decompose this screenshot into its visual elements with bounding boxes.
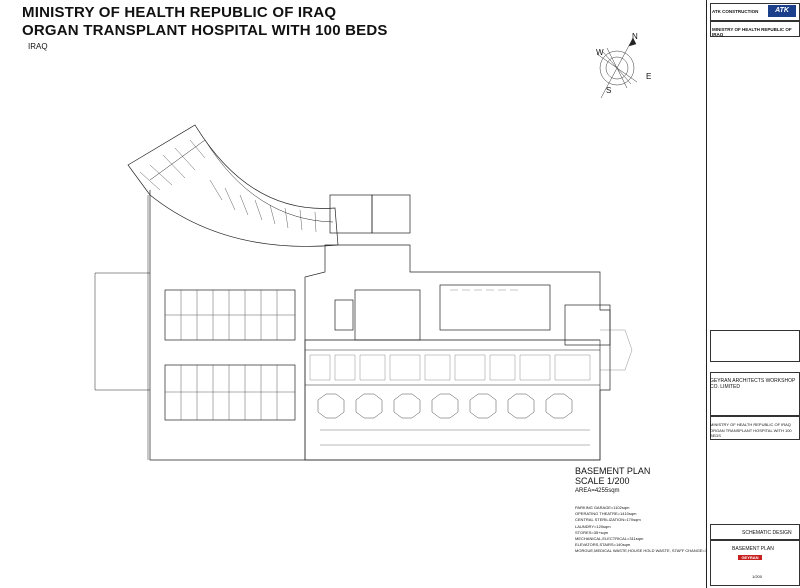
corridor [305, 339, 600, 386]
drawing-scale: 1/200 [752, 574, 763, 579]
area-item: MORGUE,MEDICAL WASTE,HOUSE HOLD WASTE, S… [575, 548, 720, 554]
parking-grid [165, 290, 295, 420]
plan-name: BASEMENT PLAN [575, 466, 651, 476]
drawing-title: BASEMENT PLAN [732, 546, 774, 552]
plan-scale: SCALE 1/200 [575, 476, 630, 486]
project-title-line2: ORGAN TRANSPLANT HOSPITAL WITH 100 BEDS [22, 22, 388, 39]
area-item: PARKING GARAGE=1102sqm [575, 505, 630, 510]
area-item: OPERATING THEATRE=1410sqm [575, 511, 637, 517]
right-wing [564, 304, 611, 346]
area-item: LAUNDRY=120sqm [575, 523, 611, 529]
project-location: IRAQ [28, 42, 48, 51]
area-item: STORES=35+sqm [575, 529, 609, 535]
operating-theatres [317, 393, 590, 446]
project-title-line1: MINISTRY OF HEALTH REPUBLIC OF IRAQ [22, 4, 337, 21]
area-item: CENTRAL STERILIZATION=170sqm [575, 517, 641, 523]
curved-wing-outer [127, 124, 339, 247]
room-details [309, 289, 633, 381]
service-block-2 [439, 284, 551, 331]
core-upper-right [371, 194, 411, 234]
compass-west-label: W [596, 48, 604, 57]
floor-plan-drawing [94, 37, 638, 461]
service-block [354, 289, 421, 341]
curved-wing-rooms [139, 139, 317, 233]
area-item: ELEVATORS,STAIRS=140sqm [575, 542, 631, 548]
site-outline [149, 190, 611, 461]
area-item: MECHANICAL,ELECTRICAL=311sqm [575, 536, 644, 542]
design-stage: SCHEMATIC DESIGN [742, 530, 792, 536]
title-block [706, 0, 800, 588]
contractor-name: ATK CONSTRUCTION [712, 9, 759, 14]
boundary-lines [94, 195, 150, 460]
title-block-revision-box [710, 330, 800, 362]
curved-wing-inner [149, 139, 334, 223]
compass-east-label: E [646, 72, 652, 81]
project-block-line2: ORGAN TRANSPLANT HOSPITAL WITH 100 BEDS [710, 428, 792, 438]
area-schedule: PARKING GARAGE=1102sqm OPERATING THEATRE… [575, 505, 719, 555]
project-block-line1: MINISTRY OF HEALTH REPUBLIC OF IRAQ [710, 422, 791, 427]
parking-block-lower [164, 364, 296, 421]
operating-block [304, 339, 601, 461]
geyran-badge: GEYRAN [738, 555, 762, 560]
stair-block [334, 299, 354, 331]
plan-area: AREA=4255sqm [575, 488, 620, 494]
north-arrow [596, 37, 638, 99]
client-name: MINISTRY OF HEALTH REPUBLIC OF IRAQ [712, 27, 792, 37]
architect-name: GEYRAN ARCHITECTS WORKSHOP CO. LIMITED [710, 378, 796, 390]
compass-north-label: N [632, 32, 638, 41]
atk-logo: ATK [768, 5, 796, 17]
compass-south-label: S [606, 86, 612, 95]
